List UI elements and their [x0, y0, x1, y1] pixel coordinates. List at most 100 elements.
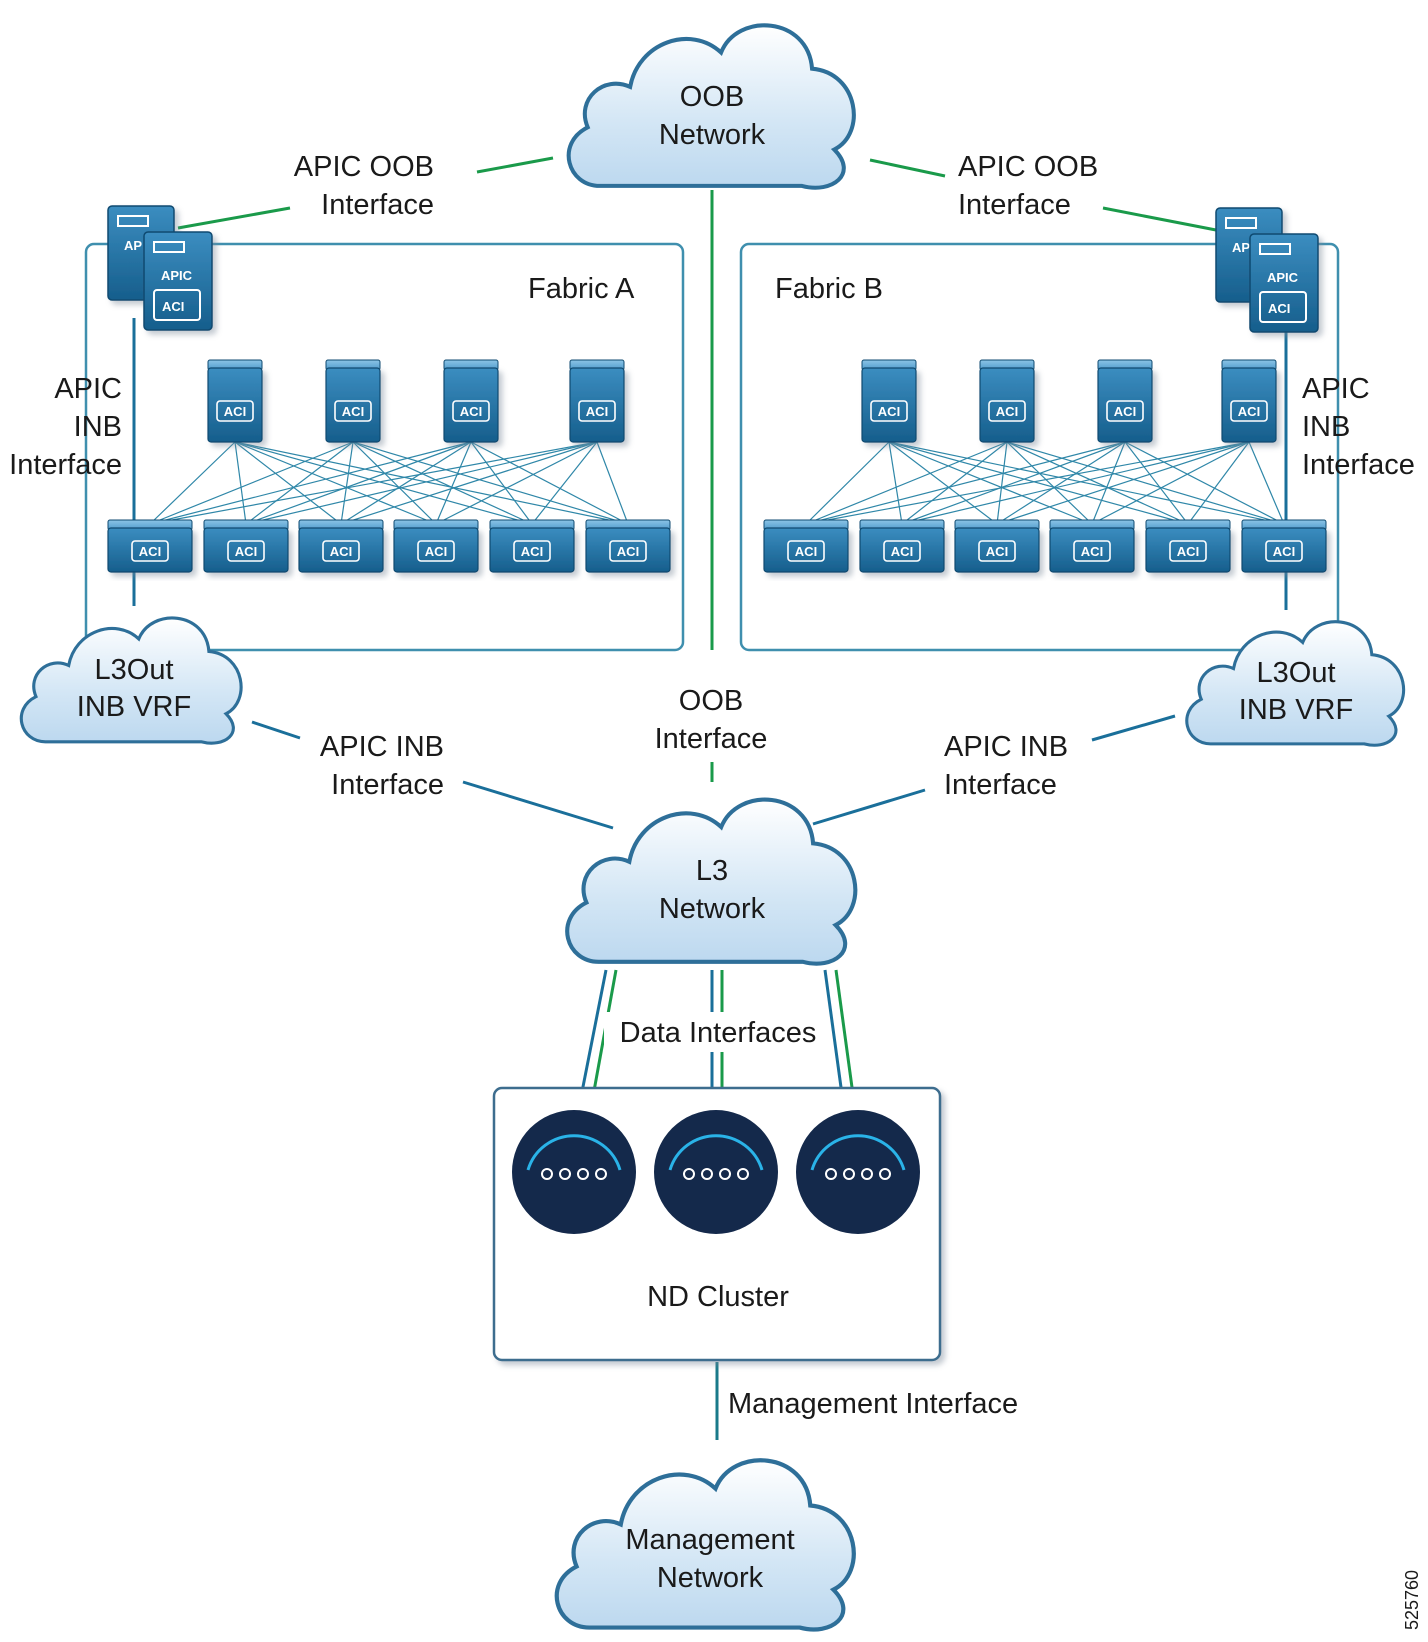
- apic-inb-interface-label-left: APIC INB Interface: [9, 373, 122, 481]
- spine-switch-b-1: ACI: [861, 359, 917, 443]
- aci-icon: [988, 400, 1026, 422]
- svg-text:ACI: ACI: [996, 404, 1018, 419]
- svg-text:ACI: ACI: [1177, 544, 1199, 559]
- spine-switch-a-3: ACI: [443, 359, 499, 443]
- apic-oob-left-link-upper: [476, 156, 554, 174]
- apic-oob-left-link-lower: [177, 206, 291, 230]
- svg-text:ACI: ACI: [1081, 544, 1103, 559]
- leaf-switch-a-2: ACI: [203, 519, 289, 573]
- aci-icon: [1230, 400, 1268, 422]
- svg-text:INB VRF: INB VRF: [1239, 694, 1353, 726]
- leaf-switch-a-1: ACI: [107, 519, 193, 573]
- figure-id: 525760: [1402, 1570, 1422, 1630]
- data-interfaces-label: Data Interfaces: [620, 1017, 817, 1049]
- aci-icon: [322, 540, 360, 562]
- nd-arc-icon: [668, 1134, 764, 1171]
- svg-text:OOB: OOB: [680, 81, 744, 113]
- svg-text:Interface: Interface: [944, 769, 1057, 801]
- aci-icon: [227, 540, 265, 562]
- svg-text:APIC: APIC: [1302, 373, 1370, 405]
- svg-text:AP: AP: [1232, 240, 1250, 255]
- aci-icon: [1169, 540, 1207, 562]
- fabric-a-spine-leaf-mesh: [149, 441, 629, 525]
- aci-icon: [870, 400, 908, 422]
- svg-text:ACI: ACI: [878, 404, 900, 419]
- svg-text:OOB: OOB: [679, 685, 743, 717]
- svg-text:L3Out: L3Out: [1257, 657, 1336, 689]
- spine-switch-a-4: ACI: [569, 359, 625, 443]
- apic-controller-front-a: APIC ACI: [143, 231, 213, 331]
- aci-icon: [513, 540, 551, 562]
- svg-text:AP: AP: [124, 238, 142, 253]
- leaf-switch-b-6: ACI: [1241, 519, 1327, 573]
- spine-switch-a-2: ACI: [325, 359, 381, 443]
- apic-stack-fabric-a: AP APIC ACI: [107, 205, 213, 331]
- svg-text:ACI: ACI: [1238, 404, 1260, 419]
- fabric-b-spine-leaf-mesh: [805, 441, 1285, 525]
- apic-inb-interface-label-lower-right: APIC INB Interface: [944, 731, 1068, 801]
- svg-text:ACI: ACI: [521, 544, 543, 559]
- svg-text:Network: Network: [659, 893, 766, 925]
- svg-text:ACI: ACI: [891, 544, 913, 559]
- svg-text:Network: Network: [659, 119, 766, 151]
- leaf-switch-b-2: ACI: [859, 519, 945, 573]
- apic-oob-right-link-lower: [1102, 206, 1217, 232]
- aci-icon: [787, 540, 825, 562]
- management-network-cloud: Management Network: [557, 1460, 854, 1629]
- aci-icon: [334, 400, 372, 422]
- svg-text:ACI: ACI: [795, 544, 817, 559]
- svg-text:ACI: ACI: [1114, 404, 1136, 419]
- aci-icon: [1265, 540, 1303, 562]
- aci-switches: ACI ACI ACI ACI ACI ACI ACI ACI ACI ACI ACI ACI ACI A…: [107, 359, 1327, 573]
- svg-text:APIC: APIC: [54, 373, 122, 405]
- svg-text:APIC: APIC: [161, 268, 193, 283]
- apic-oob-interface-label-right: APIC OOB Interface: [958, 151, 1098, 221]
- nd-node-1: [512, 1110, 636, 1234]
- svg-text:ACI: ACI: [330, 544, 352, 559]
- svg-text:ACI: ACI: [162, 299, 184, 314]
- svg-text:ACI: ACI: [139, 544, 161, 559]
- aci-icon: [452, 400, 490, 422]
- apic-stack-fabric-b: AP APIC ACI: [1215, 207, 1319, 333]
- apic-controller-front-b: APIC ACI: [1249, 233, 1319, 333]
- aci-icon: [1106, 400, 1144, 422]
- nd-arc-icon: [526, 1134, 622, 1171]
- svg-text:Interface: Interface: [1302, 449, 1415, 481]
- leaf-switch-b-3: ACI: [954, 519, 1040, 573]
- svg-text:ACI: ACI: [617, 544, 639, 559]
- apic-inb-interface-label-lower-left: APIC INB Interface: [320, 731, 444, 801]
- spine-switch-a-1: ACI: [207, 359, 263, 443]
- svg-text:INB: INB: [74, 411, 122, 443]
- l3out-inb-vrf-cloud-a: L3Out INB VRF: [19, 616, 243, 745]
- fabric-a-box: [84, 242, 685, 652]
- svg-text:Interface: Interface: [331, 769, 444, 801]
- fabric-b-title: Fabric B: [775, 273, 883, 305]
- svg-text:Network: Network: [657, 1562, 764, 1594]
- nd-arc-icon: [810, 1134, 906, 1171]
- apic-oob-interface-label-left: APIC OOB Interface: [294, 151, 434, 221]
- svg-text:ACI: ACI: [460, 404, 482, 419]
- aci-icon: [417, 540, 455, 562]
- management-interface-label: Management Interface: [728, 1388, 1018, 1420]
- nd-node-2: [654, 1110, 778, 1234]
- aci-icon: [1259, 291, 1307, 323]
- l3out-b-to-l3-link: [812, 788, 926, 826]
- aci-icon: [153, 289, 201, 321]
- spine-switch-b-3: ACI: [1097, 359, 1153, 443]
- svg-text:L3Out: L3Out: [95, 654, 174, 686]
- nd-cluster: ND Cluster: [492, 1086, 942, 1362]
- leaf-switch-b-1: ACI: [763, 519, 849, 573]
- leaf-switch-b-4: ACI: [1049, 519, 1135, 573]
- leaf-switch-a-4: ACI: [393, 519, 479, 573]
- aci-icon: [131, 540, 169, 562]
- svg-text:Interface: Interface: [958, 189, 1071, 221]
- svg-text:ACI: ACI: [224, 404, 246, 419]
- leaf-switch-a-3: ACI: [298, 519, 384, 573]
- leaf-switch-b-5: ACI: [1145, 519, 1231, 573]
- aci-icon: [883, 540, 921, 562]
- svg-text:APIC INB: APIC INB: [944, 731, 1068, 763]
- svg-text:APIC INB: APIC INB: [320, 731, 444, 763]
- svg-text:APIC OOB: APIC OOB: [294, 151, 434, 183]
- l3out-b-link-upper: [1091, 714, 1176, 742]
